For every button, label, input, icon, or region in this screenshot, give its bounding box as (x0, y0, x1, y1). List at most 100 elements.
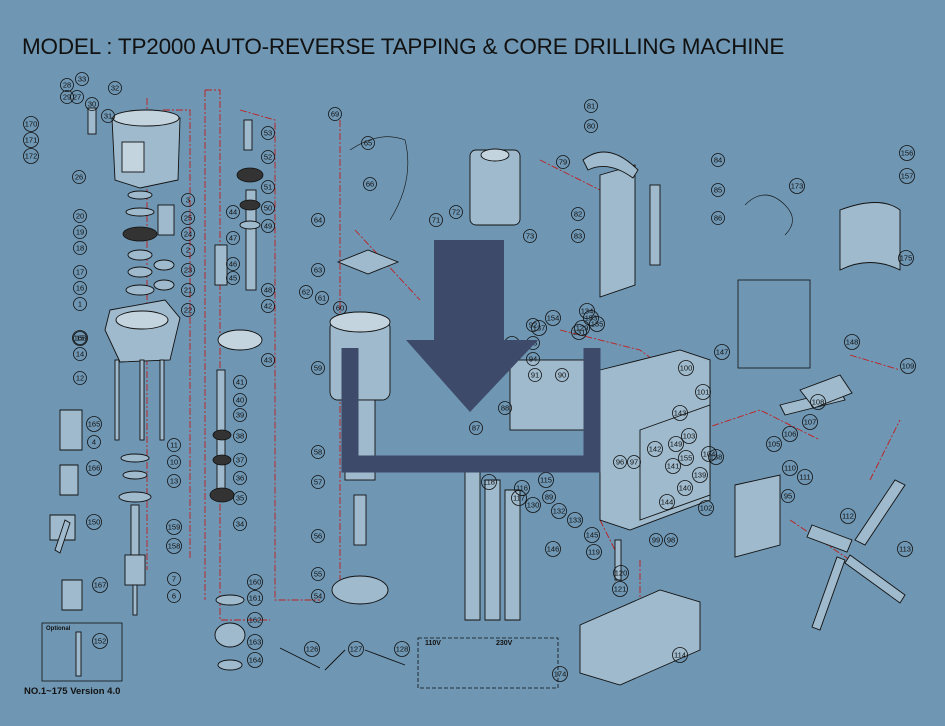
part-number-label: 17 (76, 268, 84, 277)
part-number-label: 36 (236, 474, 244, 483)
part-number-label: 91 (531, 371, 539, 380)
part-number-label: 114 (674, 651, 686, 660)
callout-circle (73, 371, 87, 385)
part-number-label: 171 (25, 136, 38, 145)
part-number-label: 10 (170, 458, 178, 467)
part-callout: 129 (574, 320, 590, 336)
part-number-label: 46 (229, 260, 237, 269)
part-callout: 153 (583, 310, 599, 326)
callout-circle (665, 458, 681, 474)
part-callout: 147 (714, 344, 730, 360)
part-number-label: 61 (318, 294, 326, 303)
part-number-label: 130 (527, 501, 540, 510)
part-number-label: 47 (229, 234, 237, 243)
part-number-label: 144 (661, 498, 674, 507)
part-callout: 38 (233, 429, 247, 443)
part-callout: 65 (361, 136, 375, 150)
callout-circle (73, 225, 87, 239)
part-callout: 137 (531, 320, 547, 336)
part-callout: 103 (681, 428, 697, 444)
part-number-label: 88 (501, 404, 509, 413)
voltage-label-110v: 110V (425, 640, 441, 647)
part-callout: 25 (181, 211, 195, 225)
callout-circle (664, 533, 678, 547)
part-number-label: 99 (652, 536, 660, 545)
part-number-label: 133 (569, 516, 582, 525)
part-callout: 132 (551, 503, 567, 519)
part-callout: 106 (782, 426, 798, 442)
callout-circle (167, 438, 181, 452)
part-callout: 45 (226, 271, 240, 285)
part-callout: 47 (226, 231, 240, 245)
part-callout: 50 (261, 201, 275, 215)
part-callout: 158 (166, 538, 182, 554)
part-number-label: 15 (76, 334, 84, 343)
part-callout: 57 (311, 475, 325, 489)
callout-circle (711, 211, 725, 225)
part-callout: 20 (73, 209, 87, 223)
part-callout: 138 (708, 449, 724, 465)
callout-circle (584, 99, 598, 113)
part-number-label: 14 (76, 350, 84, 359)
part-number-label: 25 (184, 214, 192, 223)
callout-circle (73, 347, 87, 361)
diagram-title: MODEL : TP2000 AUTO-REVERSE TAPPING & CO… (22, 34, 785, 59)
callout-circle (899, 145, 915, 161)
part-callout: 31 (101, 109, 115, 123)
part-callout: 161 (247, 590, 263, 606)
part-callout: 36 (233, 471, 247, 485)
part-callout: 131 (571, 324, 587, 340)
part-callout: 154 (545, 310, 561, 326)
part-callout: 87 (469, 421, 483, 435)
callout-circle (797, 469, 813, 485)
part-callout: 62 (299, 285, 313, 299)
callout-circle (711, 153, 725, 167)
part-number-label: 11 (170, 441, 178, 450)
callout-circle (668, 436, 684, 452)
callout-circle (261, 150, 275, 164)
part-callout: 11 (167, 438, 181, 452)
callout-circle (233, 408, 247, 422)
part-number-label: 59 (314, 364, 322, 373)
part-number-label: 30 (88, 100, 96, 109)
part-number-label: 64 (314, 216, 322, 225)
part-callout: 162 (247, 612, 263, 628)
part-callout: 152 (92, 633, 108, 649)
part-number-label: 102 (700, 504, 713, 513)
callout-circle (85, 97, 99, 111)
callout-circle (649, 533, 663, 547)
callout-circle (233, 517, 247, 531)
part-number-label: 26 (75, 173, 83, 182)
callout-circle (844, 334, 860, 350)
callout-circle (583, 310, 599, 326)
part-callout: 29 (60, 90, 74, 104)
part-callout: 69 (328, 107, 342, 121)
part-callout: 23 (181, 263, 195, 277)
callout-circle (659, 494, 675, 510)
part-callout: 89 (542, 490, 556, 504)
part-number-label: 83 (574, 232, 582, 241)
part-callout: 159 (166, 519, 182, 535)
download-icon[interactable] (340, 236, 602, 482)
callout-circle (677, 480, 693, 496)
callout-circle (567, 512, 583, 528)
part-number-label: 44 (229, 208, 237, 217)
callout-circle (233, 375, 247, 389)
part-callout: 166 (86, 460, 102, 476)
part-number-label: 148 (846, 338, 859, 347)
part-callout: 58 (311, 445, 325, 459)
part-number-label: 79 (559, 158, 567, 167)
part-callout: 107 (802, 414, 818, 430)
part-callout: 17 (73, 265, 87, 279)
part-number-label: 37 (236, 456, 244, 465)
motor-housing-group (41, 107, 181, 682)
part-callout: 130 (525, 497, 541, 513)
callout-circle (247, 652, 263, 668)
callout-circle (556, 155, 570, 169)
part-number-label: 175 (900, 254, 913, 263)
callout-circle (72, 330, 88, 346)
part-callout: 21 (181, 283, 195, 297)
part-callout: 98 (664, 533, 678, 547)
part-callout: 13 (167, 474, 181, 488)
